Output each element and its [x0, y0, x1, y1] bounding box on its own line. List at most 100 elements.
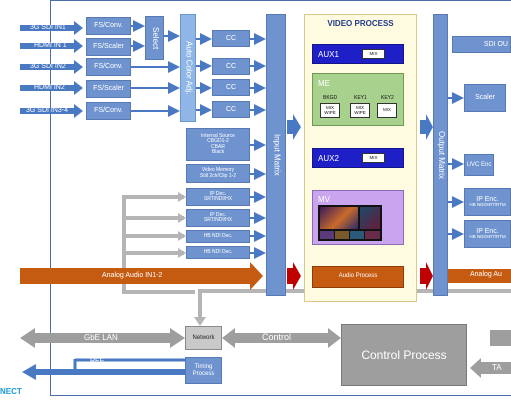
ip-loop-head-4 — [178, 248, 186, 258]
me-bkgd-label: BKGD — [323, 95, 338, 101]
brand-label: NECT — [0, 387, 22, 396]
system-frame — [50, 0, 511, 396]
ip-dec-1-title: IP Dec. — [209, 190, 227, 197]
ip-loop-head-net — [194, 317, 206, 326]
cc-block-1: CC — [212, 30, 250, 47]
control-label: Control — [262, 332, 292, 342]
ip-dec-block-2: IP Dec. SRT/NDI/HX — [186, 209, 250, 227]
cc-block-3: CC — [212, 79, 250, 96]
scaler-block: Scaler — [464, 84, 506, 112]
mv-preview-main — [320, 207, 358, 229]
input-arrow-sdi2 — [20, 60, 83, 74]
audio-process-block: Audio Process — [312, 266, 404, 288]
analog-audio-out-arrow — [434, 269, 511, 283]
me-label: ME — [318, 79, 330, 88]
input-arrow-sdi3 — [20, 104, 83, 118]
hb-ndi-dec-block-1: HB NDI Dec. — [186, 230, 250, 243]
mv-preview-thumb-3 — [350, 231, 364, 239]
internal-source-title: Internal Source — [201, 132, 235, 139]
me-key1-label: KEY1 — [354, 95, 367, 101]
arrow-im-videoprocess — [287, 114, 301, 140]
ip-dec-2-title: IP Dec. — [209, 211, 227, 218]
video-memory-block: Video Memory Still 2ch/Clip 1-2 — [186, 164, 250, 183]
aux1-mix-box: MIX — [362, 49, 385, 59]
sdi-out-label: SDI OU — [483, 40, 508, 48]
fs-conv-block-1: FS/Conv. — [86, 17, 131, 35]
internal-source-item-1: CBGD1-2 — [207, 138, 229, 144]
video-memory-title: Video Memory — [201, 167, 235, 173]
ip-enc-2-sub: HB NDI/SRT/RTM — [469, 234, 506, 240]
ip-enc-2-title: IP Enc. — [476, 227, 499, 235]
control-process-block: Control Process — [341, 324, 467, 386]
output-matrix-label: Output Matrix — [436, 130, 446, 179]
aux1-label: AUX1 — [318, 50, 339, 59]
input-label-hdmi2: HDMI IN2 — [34, 84, 65, 91]
cc-block-4: CC — [212, 101, 250, 118]
ta-label: TA — [492, 363, 502, 372]
fs-conv-block-3: FS/Conv. — [86, 102, 131, 120]
me-bkgd-box: MIX WIPE — [320, 103, 340, 118]
audio-process-label: Audio Process — [338, 273, 378, 280]
select-label: Select — [150, 26, 160, 50]
mv-preview-pvw — [360, 207, 380, 229]
ip-dec-block-1: IP Dec. SRT/NDI/HX — [186, 188, 250, 206]
input-matrix-label: Input Matrix — [272, 134, 282, 176]
fs-scaler-block-2: FS/Scaler — [86, 80, 131, 98]
ip-enc-1-title: IP Enc. — [476, 195, 499, 203]
input-arrow-hdmi1 — [20, 39, 83, 53]
ref-arrow — [22, 364, 185, 380]
control-arrow — [222, 328, 341, 348]
input-label-sdi3-4: 3G SDI IN3-4 — [26, 107, 69, 114]
mv-label: MV — [318, 195, 330, 204]
arrow-audio-into-process — [287, 262, 301, 290]
control-right-arrow — [490, 330, 511, 346]
internal-source-block: Internal Source CBGD1-2 CBAR Black — [186, 128, 250, 161]
internal-source-item-3: Black — [211, 149, 225, 155]
ip-loop-top — [122, 195, 195, 294]
auto-color-adj-label: Auto Color Adj. — [184, 41, 194, 95]
ip-dec-1-sub: SRT/NDI/HX — [203, 196, 233, 202]
input-label-hdmi1: HDMI IN 1 — [34, 42, 67, 49]
mv-preview-image — [318, 205, 382, 241]
analog-audio-out-label: Analog Au — [470, 271, 502, 278]
ip-enc-1-sub: HB NDI/SRT/RTM — [469, 202, 506, 208]
ta-arrow — [470, 358, 511, 378]
arrow-videoprocess-om — [420, 114, 433, 140]
ip-loop-head-3 — [178, 231, 186, 241]
video-process-title: VIDEO PROCESS — [327, 19, 394, 28]
ip-loop-head-2 — [178, 213, 186, 223]
me-key2-box: MIX — [377, 103, 397, 118]
arrow-audio-out-process — [420, 262, 433, 290]
network-block: Network — [185, 326, 222, 350]
fs-scaler-block-1: FS/Scaler — [86, 38, 131, 56]
gbe-lan-label: GbE LAN — [84, 333, 118, 342]
video-memory-item: Still 2ch/Clip 1-2 — [199, 172, 237, 179]
me-key2-label: KEY2 — [381, 95, 394, 101]
mv-preview-thumb-4 — [365, 231, 380, 239]
analog-audio-in-arrow — [20, 262, 263, 290]
timing-process-block: Timing Process — [185, 357, 222, 384]
cc-block-2: CC — [212, 58, 250, 75]
hb-ndi-dec-block-2: HB NDI Dec. — [186, 246, 250, 259]
ref-label: REF — [90, 358, 104, 365]
aux2-block: AUX2 — [312, 148, 404, 168]
analog-audio-in-label: Analog Audio IN1-2 — [102, 272, 163, 279]
aux2-label: AUX2 — [318, 154, 339, 163]
input-arrow-group — [20, 21, 83, 118]
ip-loop-head-1 — [178, 192, 186, 202]
auto-color-adj-block: Auto Color Adj. — [180, 14, 196, 122]
input-label-sdi1: 3G SDI IN1 — [30, 24, 66, 31]
me-key1-box: MIX WIPE — [350, 103, 370, 118]
input-matrix-block: Input Matrix — [266, 14, 286, 296]
fs-conv-block-2: FS/Conv. — [86, 58, 131, 76]
ip-dec-2-sub: SRT/NDI/HX — [203, 217, 233, 223]
input-arrow-hdmi2 — [20, 81, 83, 95]
control-process-label: Control Process — [361, 348, 447, 362]
select-block: Select — [145, 16, 164, 60]
me-block: ME BKGD KEY1 KEY2 — [312, 73, 404, 126]
input-arrow-sdi1 — [20, 21, 83, 35]
uvc-enc-block: UVC Enc — [464, 154, 494, 176]
input-label-sdi2: 3G SDI IN2 — [30, 63, 66, 70]
